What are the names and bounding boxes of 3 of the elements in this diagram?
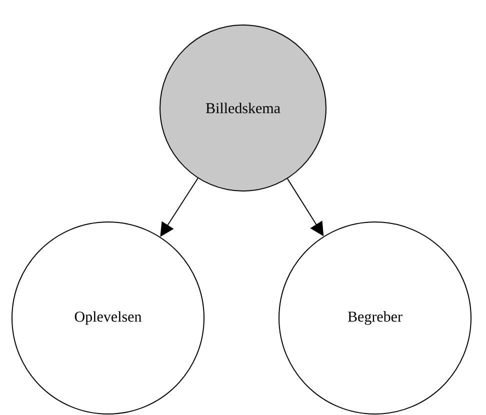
circle-node: Billedskema [160,24,326,192]
circle-node: Begreber [278,222,472,414]
circle-node: Oplevelsen [12,222,204,414]
